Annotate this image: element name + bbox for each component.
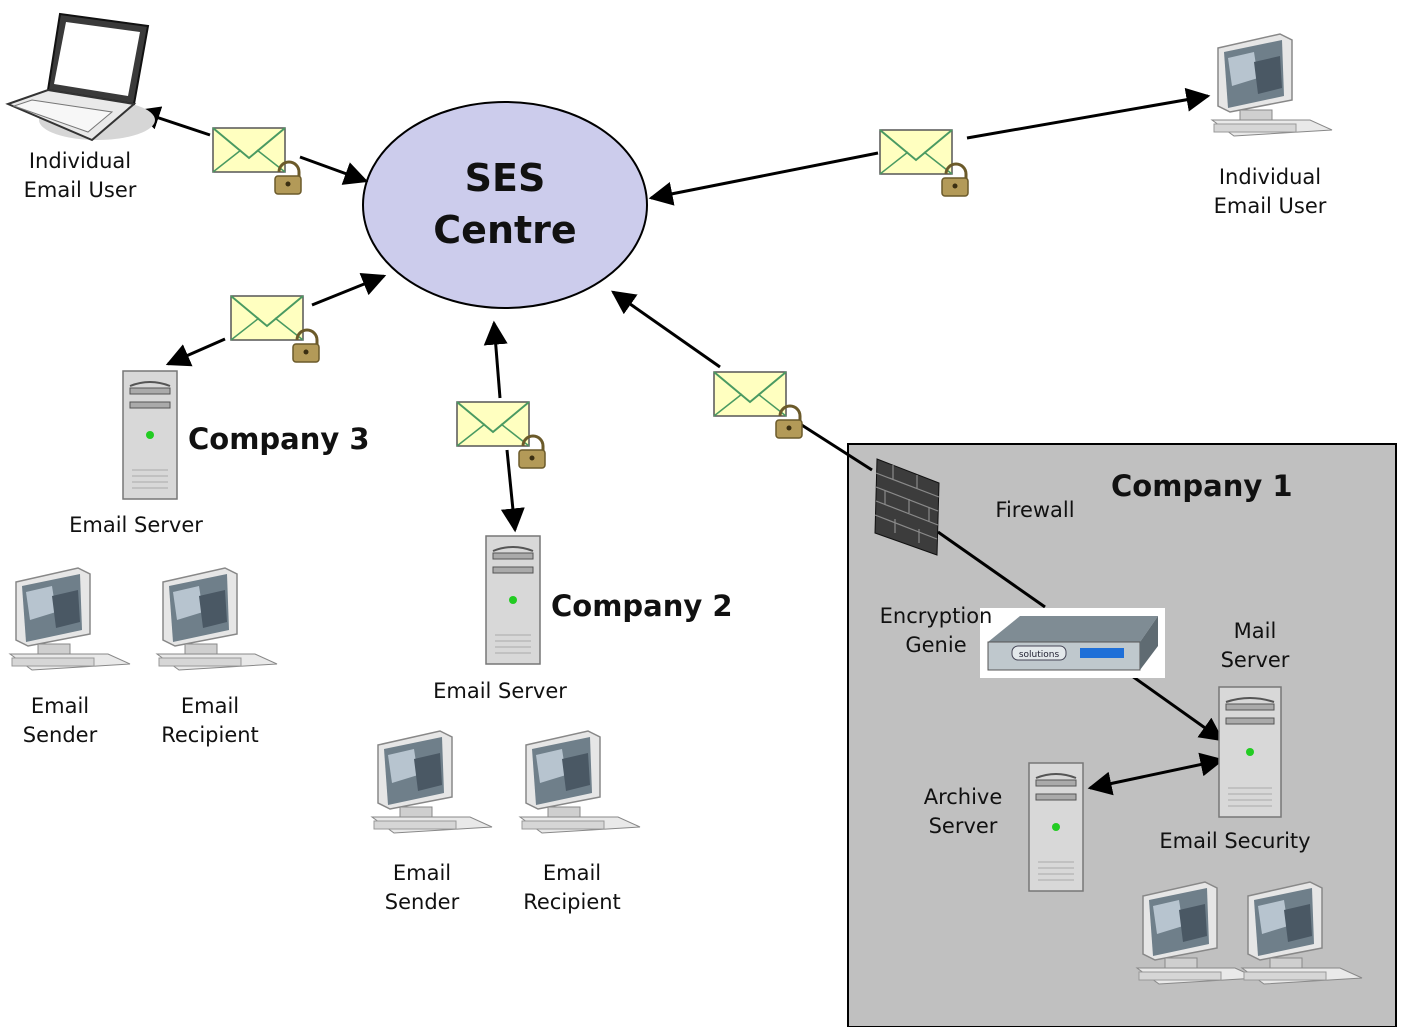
arrow-envelope-to-desktop-user xyxy=(966,87,1211,140)
padlock-icon xyxy=(292,328,320,363)
laptop-user-label: Individual Email User xyxy=(23,149,137,202)
desktop-computer-icon xyxy=(1210,33,1333,137)
laptop-icon xyxy=(5,12,155,142)
email-security-label: Email Security xyxy=(1159,829,1311,853)
hub-title: SES Centre xyxy=(433,156,577,252)
company-2-server-icon xyxy=(485,535,541,665)
desktop-user-label: Individual Email User xyxy=(1213,165,1327,218)
arrow-c2-envelope-to-server xyxy=(500,449,525,533)
company-3-sender-computer xyxy=(8,567,131,671)
envelope-company-2-link xyxy=(456,401,546,469)
padlock-icon xyxy=(775,404,803,439)
rack-appliance-icon: solutions xyxy=(980,608,1165,678)
arrow-c3-envelope-to-server xyxy=(165,337,226,367)
firewall-label: Firewall xyxy=(995,498,1075,522)
archive-server-icon xyxy=(1028,762,1084,892)
envelope-company-1-link xyxy=(713,371,803,439)
company-3-recipient-computer xyxy=(155,567,278,671)
arrow-c3-envelope-to-hub xyxy=(311,272,387,307)
email-security-computer-1 xyxy=(1135,881,1258,985)
padlock-icon xyxy=(274,160,302,195)
encryption-genie-label: Encryption Genie xyxy=(879,604,993,657)
arrow-mail-archive xyxy=(1087,752,1225,796)
padlock-icon xyxy=(518,434,546,469)
firewall-icon xyxy=(874,458,940,556)
line-firewall-to-genie xyxy=(937,530,1046,609)
company-2-title: Company 2 xyxy=(551,589,733,623)
company-2-recipient-computer xyxy=(518,730,641,834)
company-3-title: Company 3 xyxy=(188,422,370,456)
company-3-server-label: Email Server xyxy=(69,513,203,537)
envelope-company-3-link xyxy=(230,295,320,363)
company-2-recipient-label: Email Recipient xyxy=(523,861,621,914)
company-3-sender-label: Email Sender xyxy=(22,694,98,747)
company-3-recipient-label: Email Recipient xyxy=(161,694,259,747)
email-security-computer-2 xyxy=(1240,881,1363,985)
arrow-c2-envelope-to-hub xyxy=(483,320,508,399)
envelope-desktop-link xyxy=(879,129,969,197)
arrow-c1-envelope-to-hub xyxy=(611,290,721,369)
mail-server-icon xyxy=(1218,686,1282,818)
line-envelope-to-firewall xyxy=(796,420,873,472)
company-1-title: Company 1 xyxy=(1111,469,1293,503)
padlock-icon xyxy=(941,162,969,197)
arrow-envelope-to-hub xyxy=(299,155,369,185)
server-tower-icon xyxy=(122,370,178,500)
company-2-server-label: Email Server xyxy=(433,679,567,703)
envelope-laptop-link xyxy=(212,127,302,195)
company-2-sender-label: Email Sender xyxy=(384,861,460,914)
mail-server-label: Mail Server xyxy=(1220,619,1290,672)
ses-centre-node xyxy=(362,101,648,309)
arrow-genie-to-mail-server xyxy=(1131,674,1224,742)
genie-brand: solutions xyxy=(1019,650,1060,660)
archive-server-label: Archive Server xyxy=(923,785,1003,838)
company-2-sender-computer xyxy=(370,730,493,834)
arrow-envelope-to-hub-right xyxy=(648,151,879,206)
